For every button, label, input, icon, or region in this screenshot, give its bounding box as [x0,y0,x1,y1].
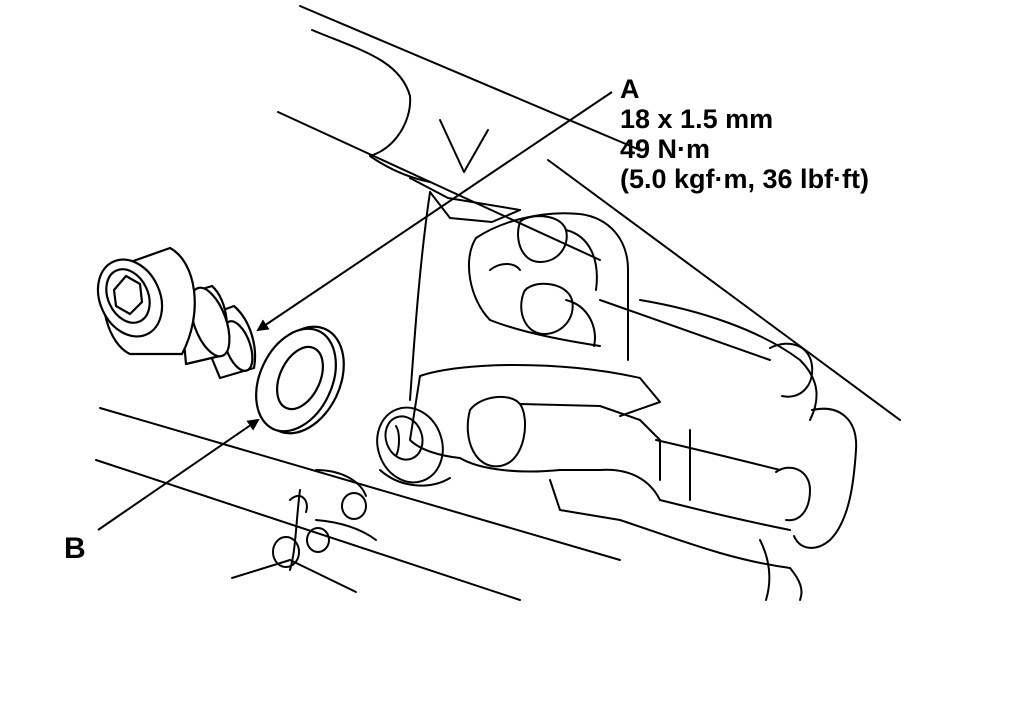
callout-a-torque-alt: (5.0 kgf·m, 36 lbf·ft) [620,164,870,194]
callout-b-letter: B [64,532,86,565]
drain-bolt-icon [96,246,257,380]
callout-a-leader [256,91,613,332]
sealing-washer-icon [255,325,345,435]
callout-b-leader [97,418,260,531]
callout-a-size: 18 x 1.5 mm [620,104,774,134]
callout-a-label: A 18 x 1.5 mm 49 N·m (5.0 kgf·m, 36 lbf·… [620,74,869,194]
callout-a-torque: 49 N·m [620,134,711,164]
callout-a-letter: A [620,74,640,104]
